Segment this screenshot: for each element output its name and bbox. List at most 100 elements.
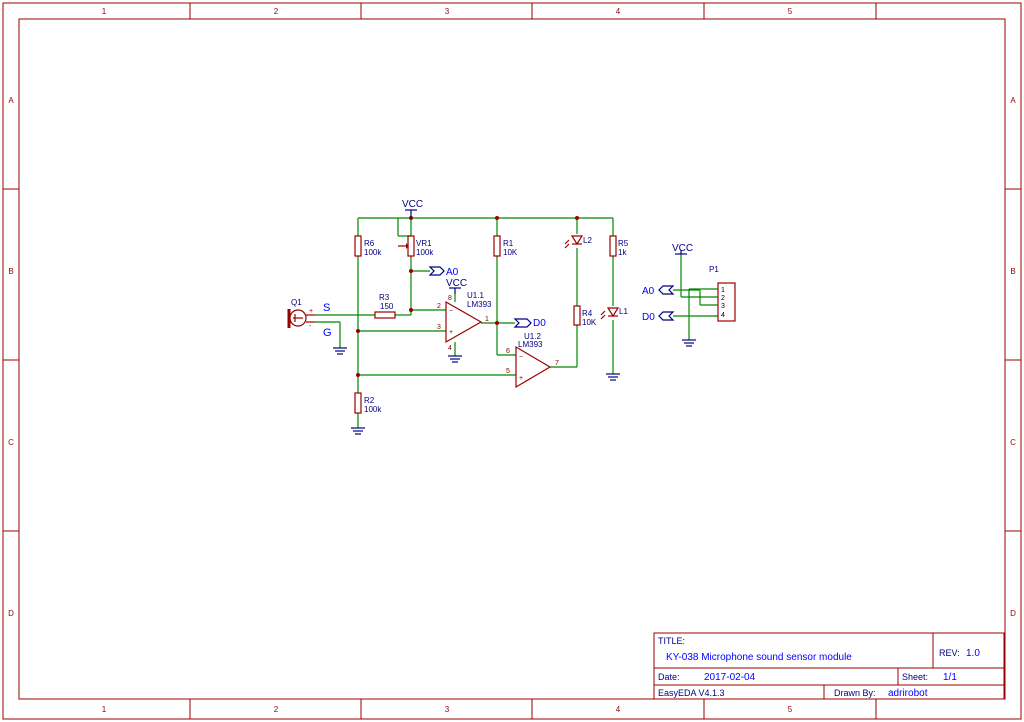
r3-value: 150 (380, 302, 394, 311)
grid-col-5-bottom: 5 (788, 705, 793, 714)
u12-plus-sign: + (519, 375, 523, 382)
net-label-s: S (323, 302, 330, 314)
resistor-r2: R2 100k (354, 392, 382, 414)
r4-value: 10K (582, 318, 597, 327)
u11-pin-neg: 2 (437, 303, 441, 310)
u11-ref: U1.1 (467, 291, 484, 300)
resistor-r4: R4 10K (573, 305, 597, 327)
grid-col-3-bottom: 3 (445, 705, 450, 714)
title-block: TITLE: KY-038 Microphone sound sensor mo… (653, 632, 1005, 700)
r6-ref: R6 (364, 239, 375, 248)
net-port-d0-u11: D0 (513, 318, 546, 329)
vr1-ref: VR1 (416, 239, 432, 248)
grid-row-b-left: B (8, 267, 13, 276)
date-value: 2017-02-04 (704, 672, 756, 683)
comparator-u1-1: − + 2 3 1 8 4 U1.1 LM393 (437, 291, 492, 352)
u11-value: LM393 (467, 300, 492, 309)
microphone-q1: Q1 + - (287, 298, 315, 330)
u11-plus-sign: + (449, 329, 453, 336)
rev-label: REV: (939, 648, 960, 658)
r1-value: 10K (503, 248, 518, 257)
date-label: Date: (658, 672, 680, 682)
resistor-r3: R3 150 (374, 293, 396, 319)
net-port-a0-vr1: A0 (428, 266, 459, 278)
l1-ref: L1 (619, 307, 628, 316)
title-label: TITLE: (658, 636, 685, 646)
grid-row-d-right: D (1010, 609, 1016, 618)
led-l2: L2 (564, 235, 592, 249)
resistor-r6: R6 100k (354, 235, 382, 257)
resistor-r1: R1 10K (493, 235, 518, 257)
grid-col-2-top: 2 (274, 7, 279, 16)
r1-ref: R1 (503, 239, 514, 248)
grid-row-c-left: C (8, 438, 14, 447)
u11-pin-vcc: 8 (448, 295, 452, 302)
grid-col-1-top: 1 (102, 7, 107, 16)
r2-value: 100k (364, 405, 382, 414)
vcc-label-top: VCC (402, 199, 423, 210)
q1-plus: + (309, 308, 313, 315)
net-port-a0-vr1-label: A0 (446, 267, 459, 278)
u12-minus-sign: − (519, 354, 523, 361)
u11-pin-out: 1 (485, 316, 489, 323)
u11-pin-gnd: 4 (448, 345, 452, 352)
potentiometer-vr1: VR1 100k (398, 235, 434, 257)
grid-row-a-right: A (1010, 96, 1016, 105)
p1-pin-1: 1 (721, 287, 725, 294)
r5-value: 1k (618, 248, 627, 257)
grid-row-b-right: B (1010, 267, 1015, 276)
drawn-by-label: Drawn By: (834, 688, 876, 698)
grid-row-c-right: C (1010, 438, 1016, 447)
p1-ref: P1 (709, 265, 719, 274)
u12-pin-pos: 5 (506, 368, 510, 375)
vcc-symbol-u11: VCC (446, 278, 467, 294)
connector-p1: P1 1 2 3 4 (709, 265, 736, 322)
u12-ref: U1.2 (524, 332, 541, 341)
u11-minus-sign: − (449, 308, 453, 315)
u12-pin-neg: 6 (506, 348, 510, 355)
q1-minus: - (309, 323, 312, 330)
resistor-r5: R5 1k (609, 235, 629, 257)
p1-pin-4: 4 (721, 312, 725, 319)
tool-label: EasyEDA V4.1.3 (658, 688, 725, 698)
net-port-d0-p1-label: D0 (642, 312, 655, 323)
title-value: KY-038 Microphone sound sensor module (666, 652, 852, 663)
rev-value: 1.0 (966, 648, 980, 659)
grid-col-2-bottom: 2 (274, 705, 279, 714)
vcc-symbol-top: VCC (402, 199, 423, 218)
vr1-value: 100k (416, 248, 434, 257)
p1-pin-2: 2 (721, 295, 725, 302)
grid-row-a-left: A (8, 96, 14, 105)
vcc-symbol-p1: VCC (672, 243, 693, 255)
sheet-label: Sheet: (902, 672, 928, 682)
grid-col-5-top: 5 (788, 7, 793, 16)
u11-pin-pos: 3 (437, 324, 441, 331)
grid-row-d-left: D (8, 609, 14, 618)
grid-col-3-top: 3 (445, 7, 450, 16)
grid-col-4-bottom: 4 (616, 705, 621, 714)
q1-ref: Q1 (291, 298, 302, 307)
ground-symbols (333, 339, 696, 435)
net-label-g: G (323, 327, 332, 339)
comparator-u1-2: − + 6 5 7 U1.2 LM393 (506, 332, 559, 389)
r6-value: 100k (364, 248, 382, 257)
l2-ref: L2 (583, 236, 592, 245)
net-port-a0-p1: A0 (642, 285, 675, 297)
r2-ref: R2 (364, 396, 375, 405)
net-port-a0-p1-label: A0 (642, 286, 655, 297)
drawn-by-value: adrirobot (888, 688, 928, 699)
p1-pin-3: 3 (721, 303, 725, 310)
net-port-d0-u11-label: D0 (533, 318, 546, 329)
led-l1: L1 (600, 307, 628, 320)
sheet-value: 1/1 (943, 672, 957, 683)
net-port-d0-p1: D0 (642, 311, 675, 323)
r3-ref: R3 (379, 293, 390, 302)
u12-pin-out: 7 (555, 360, 559, 367)
wires (315, 217, 718, 428)
r4-ref: R4 (582, 309, 593, 318)
r5-ref: R5 (618, 239, 629, 248)
vcc-label-p1: VCC (672, 243, 693, 254)
vcc-label-u11: VCC (446, 278, 467, 289)
